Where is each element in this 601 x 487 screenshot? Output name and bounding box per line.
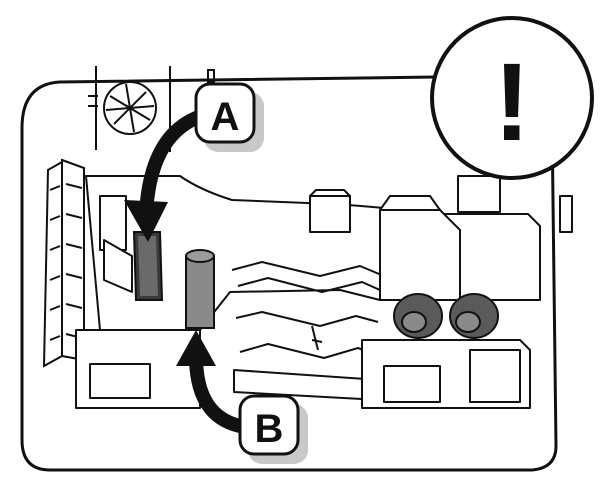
side-rail [42,158,85,368]
arrow-a [124,111,203,242]
warning-icon: ! [430,16,594,180]
callout-b: B [238,394,308,464]
arrow-b [176,330,247,433]
warning-symbol: ! [494,41,531,164]
roller-a [132,231,164,301]
bracket-blocks [309,175,573,301]
front-panels [75,329,531,409]
callout-b-letter: B [255,407,284,451]
callout-a-letter: A [211,95,240,139]
roller-b [185,249,215,329]
callout-a: A [194,82,264,152]
cylinder-pair [393,293,499,339]
